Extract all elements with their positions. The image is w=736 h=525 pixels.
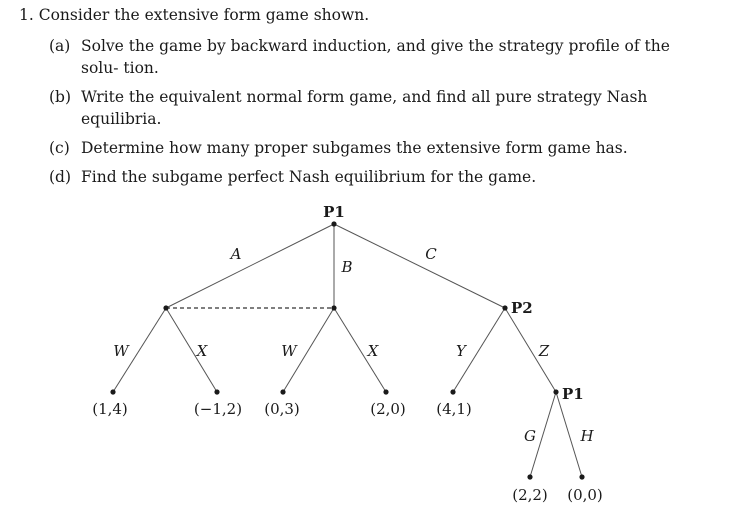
action-label-b: B: [340, 258, 352, 276]
terminal-node-4: [383, 389, 389, 395]
player-label-root: P1: [323, 203, 345, 221]
action-label-p1-g: G: [524, 427, 536, 445]
action-label-p2-y: Y: [456, 342, 468, 360]
edge-middle-w: [282, 307, 335, 393]
terminal-node-3: [280, 389, 286, 395]
edge-a: [165, 223, 335, 309]
payoff-3: (0,3): [264, 400, 300, 418]
edge-p1-h: [555, 391, 583, 478]
player-label-p2: P2: [511, 299, 533, 317]
part-a: (a) Solve the game by backward induction…: [49, 35, 719, 79]
part-c-label: (c): [49, 139, 70, 157]
edge-left-w: [112, 307, 167, 393]
action-label-p1-h: H: [579, 427, 594, 445]
payoff-5: (4,1): [436, 400, 472, 418]
problem-number: 1.: [19, 6, 34, 24]
action-label-left-x: X: [196, 342, 209, 360]
part-b: (b) Write the equivalent normal form gam…: [49, 86, 719, 130]
edge-middle-x: [333, 307, 387, 393]
edge-p2-z: [504, 307, 557, 393]
root-node: [331, 221, 337, 227]
part-d-label: (d): [49, 168, 72, 186]
payoff-6: (2,2): [512, 486, 548, 504]
part-b-label: (b): [49, 88, 72, 106]
part-b-text: Write the equivalent normal form game, a…: [81, 88, 648, 128]
problem-heading: 1. Consider the extensive form game show…: [19, 4, 719, 26]
terminal-node-1: [110, 389, 116, 395]
problem-intro: Consider the extensive form game shown.: [38, 6, 370, 24]
terminal-node-5: [450, 389, 456, 395]
part-a-label: (a): [49, 37, 71, 55]
part-a-text: Solve the game by backward induction, an…: [81, 37, 670, 77]
action-label-middle-w: W: [281, 342, 298, 360]
part-d-text: Find the subgame perfect Nash equilibriu…: [81, 168, 537, 186]
action-label-middle-x: X: [367, 342, 380, 360]
middle-decision-node: [331, 305, 337, 311]
p1-deep-decision-node: [553, 389, 559, 395]
payoff-2: (−1,2): [194, 400, 242, 418]
part-c: (c) Determine how many proper subgames t…: [49, 137, 719, 159]
player-label-deep: P1: [562, 385, 584, 403]
left-decision-node: [163, 305, 169, 311]
terminal-node-2: [214, 389, 220, 395]
payoff-1: (1,4): [92, 400, 128, 418]
payoff-4: (2,0): [370, 400, 406, 418]
edge-p2-y: [452, 307, 506, 393]
part-d: (d) Find the subgame perfect Nash equili…: [49, 166, 719, 188]
problem-statement: 1. Consider the extensive form game show…: [19, 4, 719, 195]
action-label-p2-z: Z: [538, 342, 550, 360]
edge-c: [333, 223, 506, 309]
action-label-c: C: [425, 245, 437, 263]
action-label-left-w: W: [113, 342, 130, 360]
terminal-node-7: [579, 474, 585, 480]
p2-decision-node: [502, 305, 508, 311]
action-label-a: A: [229, 245, 242, 263]
edge-p1-g: [529, 391, 557, 478]
edge-left-x: [165, 307, 218, 393]
payoff-7: (0,0): [567, 486, 603, 504]
part-c-text: Determine how many proper subgames the e…: [81, 139, 628, 157]
terminal-node-6: [527, 474, 533, 480]
